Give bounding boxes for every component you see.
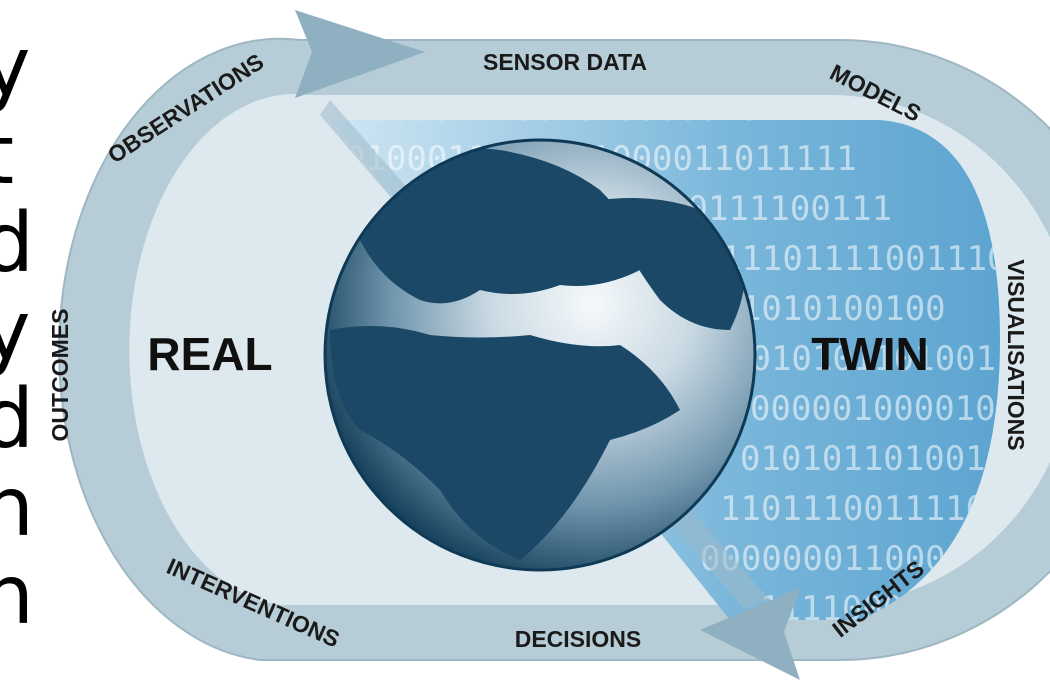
binary-row: 000001000010001	[750, 389, 1050, 429]
arrow-bottom-left	[700, 588, 800, 680]
edge-glyph: d	[0, 196, 34, 291]
visualisations-label: VISUALISATIONS	[1003, 259, 1029, 450]
cropped-edge-text: ytdydhh	[0, 20, 34, 643]
binary-row: 0010101101001	[730, 339, 996, 379]
twin-label: TWIN	[811, 328, 929, 380]
binary-row: 1101110011110	[720, 489, 986, 529]
outcomes-label: OUTCOMES	[47, 309, 73, 442]
sensor-data-label: SENSOR DATA	[483, 49, 647, 75]
edge-glyph: y	[0, 284, 31, 379]
binary-row: 10000111001010000010	[350, 89, 759, 129]
arrow-top-right	[295, 10, 425, 98]
edge-glyph: t	[0, 108, 14, 203]
real-label: REAL	[147, 328, 272, 380]
edge-glyph: y	[0, 20, 31, 115]
binary-row: 01010110100101	[740, 439, 1027, 479]
edge-glyph: h	[0, 548, 34, 643]
edge-glyph: d	[0, 372, 34, 467]
earth-globe	[323, 138, 757, 572]
decisions-label: DECISIONS	[515, 626, 642, 652]
edge-glyph: h	[0, 460, 34, 555]
